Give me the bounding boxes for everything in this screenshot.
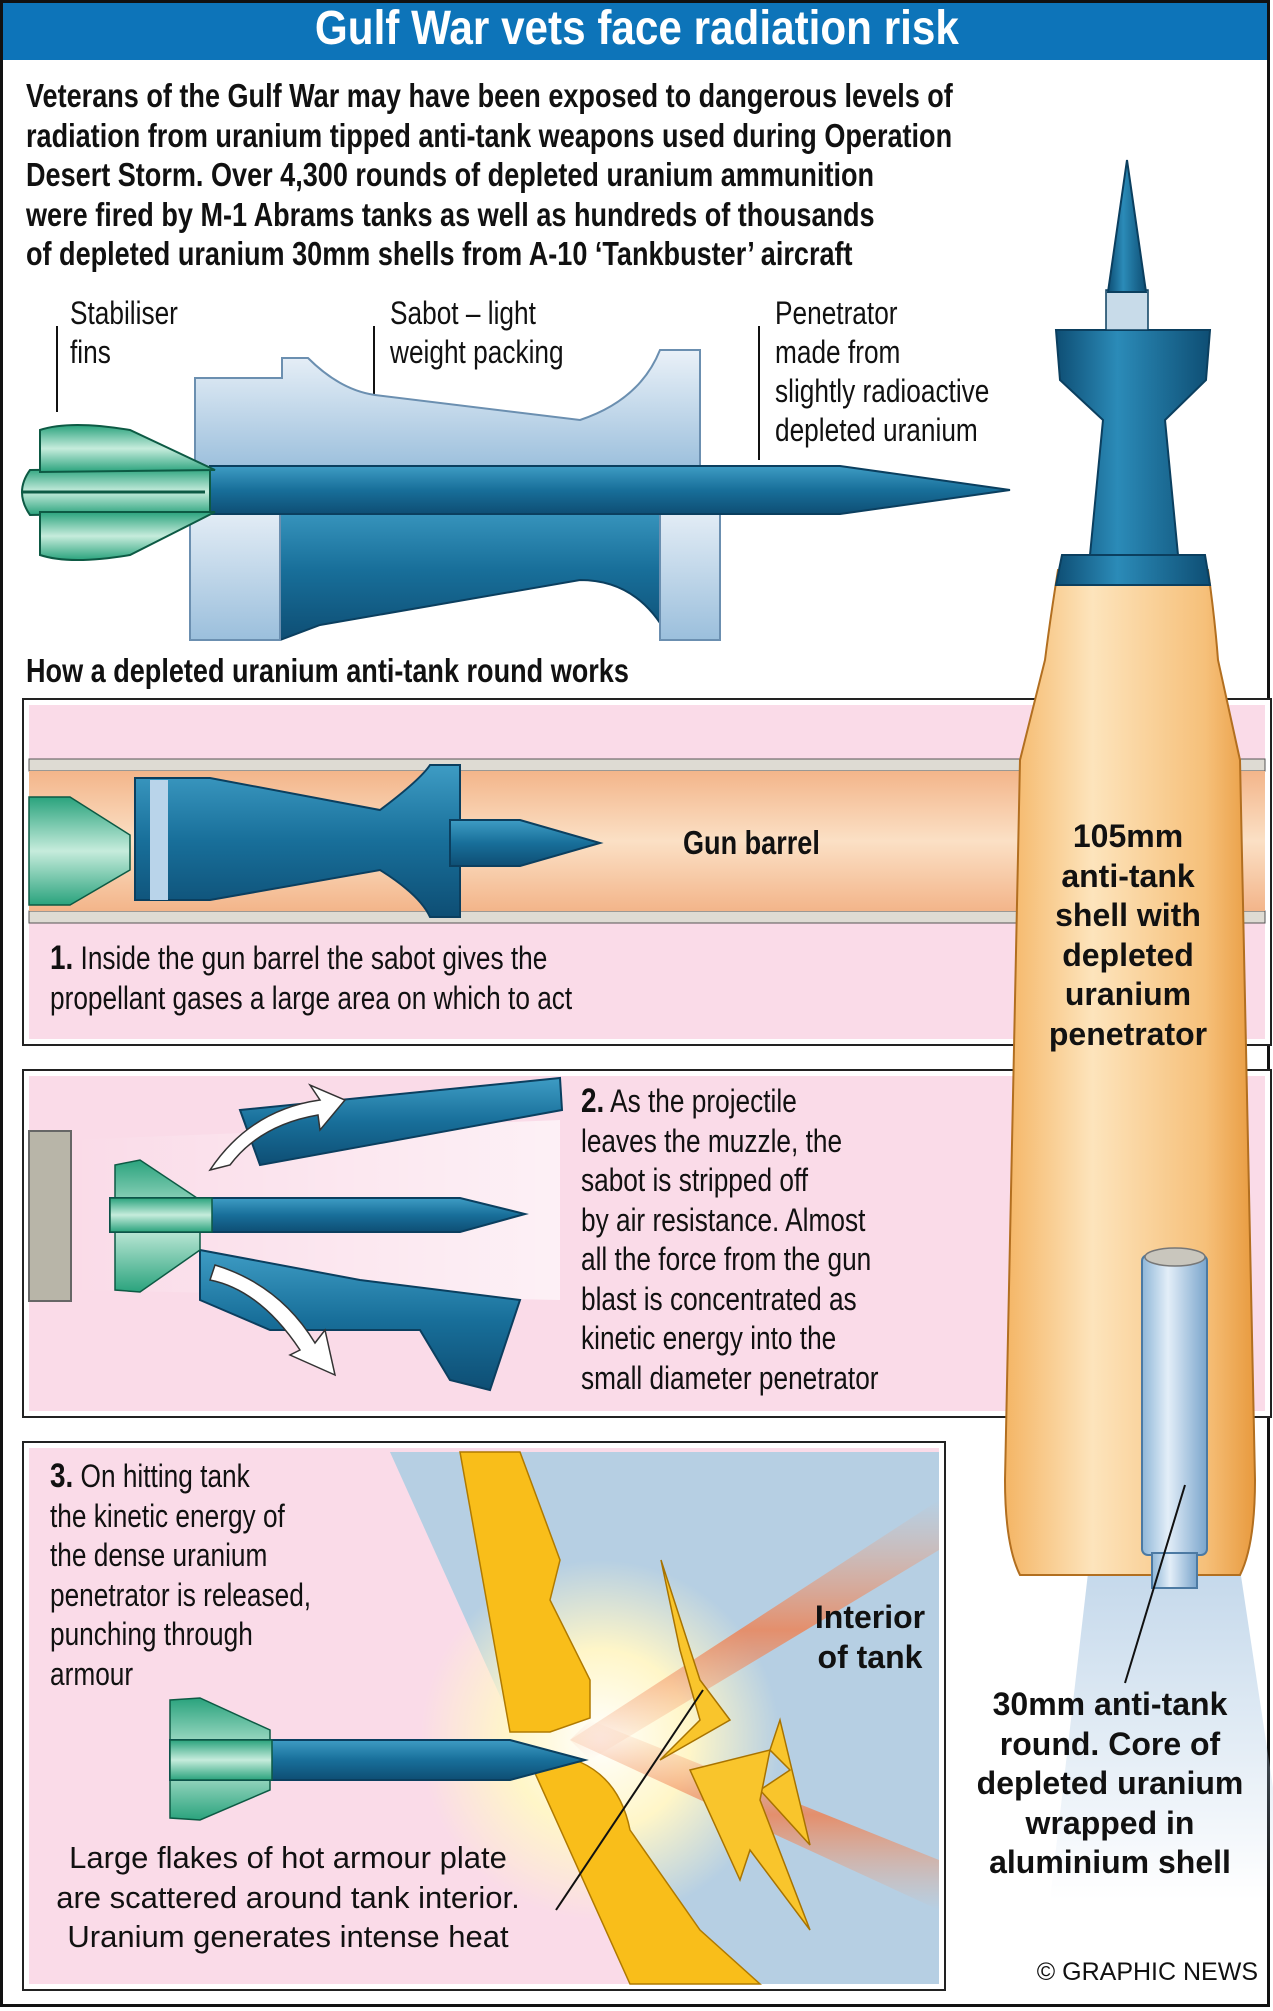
105mm-shell xyxy=(1003,159,1273,1900)
projectile-in-barrel xyxy=(28,764,604,918)
intro-line: of depleted uranium 30mm shells from A-1… xyxy=(26,235,853,272)
flakes-caption: Large flakes of hot armour plate are sca… xyxy=(28,1838,548,1957)
label-line: Sabot – light xyxy=(390,295,536,331)
label-line: weight packing xyxy=(390,334,564,370)
label-sabot: Sabot – light weight packing xyxy=(390,294,564,372)
step-line: by air resistance. Almost xyxy=(581,1201,866,1238)
label-line: made from xyxy=(775,334,901,370)
label-line: 30mm anti-tank xyxy=(992,1686,1228,1722)
step-3-text: 3. On hitting tank the kinetic energy of… xyxy=(50,1457,311,1694)
caption-line: are scattered around tank interior. xyxy=(56,1879,520,1915)
sabot-round-diagram xyxy=(21,326,1011,641)
armour-plate-lower xyxy=(528,1761,762,1985)
step-line: punching through xyxy=(50,1616,253,1652)
label-line: uranium xyxy=(1064,976,1192,1012)
label-line: of tank xyxy=(817,1639,923,1675)
armour-flakes xyxy=(659,1559,811,1931)
flakes-pointer-line xyxy=(555,1689,704,1911)
step-line: sabot is stripped off xyxy=(581,1162,809,1198)
sabot-separating xyxy=(109,1076,564,1392)
gun-barrel-label: Gun barrel xyxy=(683,824,820,861)
intro-line: Desert Storm. Over 4,300 rounds of deple… xyxy=(26,156,875,193)
title-bar xyxy=(3,3,1267,60)
label-line: Stabiliser xyxy=(70,295,178,331)
title-text: Gulf War vets face radiation risk xyxy=(314,2,959,55)
step-line: the dense uranium xyxy=(50,1537,268,1573)
interior-of-tank-label: Interior of tank xyxy=(800,1597,940,1677)
step-line: small diameter penetrator xyxy=(581,1359,879,1396)
step-number: 3. xyxy=(50,1457,74,1495)
label-line: round. Core of xyxy=(999,1725,1221,1762)
caption-line: Uranium generates intense heat xyxy=(67,1919,509,1954)
label-line: anti-tank xyxy=(1061,857,1195,894)
step-line: leaves the muzzle, the xyxy=(581,1122,843,1159)
label-line: Penetrator xyxy=(775,295,898,331)
105mm-shell-label: 105mm anti-tank shell with depleted uran… xyxy=(1028,817,1228,1054)
step-2-text: 2. As the projectile leaves the muzzle, … xyxy=(581,1082,879,1398)
step-line: kinetic energy into the xyxy=(581,1320,837,1356)
label-line: depleted uranium xyxy=(976,1765,1244,1801)
round-pointer-line xyxy=(1124,1484,1186,1684)
penetrator-impact xyxy=(169,1697,589,1821)
label-line: slightly radioactive xyxy=(775,373,990,409)
label-line: 105mm xyxy=(1072,818,1184,854)
label-line: Interior xyxy=(814,1599,926,1635)
intro-line: were fired by M-1 Abrams tanks as well a… xyxy=(26,195,875,233)
step-line: armour xyxy=(50,1655,134,1692)
armour-plate-upper xyxy=(459,1451,591,1733)
step-line: As the projectile xyxy=(610,1083,797,1119)
label-line: penetrator xyxy=(1048,1015,1208,1052)
step-line: penetrator is released, xyxy=(50,1576,312,1613)
gun-muzzle xyxy=(28,1130,72,1302)
label-line: shell with xyxy=(1055,897,1201,933)
page-title: Gulf War vets face radiation risk xyxy=(0,0,1273,60)
label-line: depleted uranium xyxy=(775,412,978,448)
label-line: wrapped in xyxy=(1025,1804,1195,1841)
copyright-credit: © GRAPHIC NEWS xyxy=(1036,1958,1258,1986)
step-1-text: 1. Inside the gun barrel the sabot gives… xyxy=(50,939,572,1018)
label-penetrator: Penetrator made from slightly radioactiv… xyxy=(775,294,989,450)
30mm-round-label: 30mm anti-tank round. Core of depleted u… xyxy=(960,1685,1260,1883)
step-line: blast is concentrated as xyxy=(581,1280,857,1317)
step-number: 2. xyxy=(581,1082,605,1120)
label-line: depleted xyxy=(1062,936,1194,973)
intro-paragraph: Veterans of the Gulf War may have been e… xyxy=(26,76,953,274)
intro-line: Veterans of the Gulf War may have been e… xyxy=(26,77,953,114)
step-line: Inside the gun barrel the sabot gives th… xyxy=(80,940,548,976)
step-line: the kinetic energy of xyxy=(50,1497,285,1534)
step-line: all the force from the gun xyxy=(581,1241,872,1277)
intro-line: radiation from uranium tipped anti-tank … xyxy=(26,116,953,154)
step-line: propellant gases a large area on which t… xyxy=(50,979,573,1016)
label-stabiliser-fins: Stabiliser fins xyxy=(70,294,178,372)
label-line: fins xyxy=(70,334,111,370)
30mm-round xyxy=(1141,1254,1208,1556)
section-subtitle: How a depleted uranium anti-tank round w… xyxy=(26,652,629,689)
label-line: aluminium shell xyxy=(989,1844,1231,1880)
step-number: 1. xyxy=(50,939,74,977)
caption-line: Large flakes of hot armour plate xyxy=(69,1840,507,1875)
step-line: On hitting tank xyxy=(80,1458,250,1494)
